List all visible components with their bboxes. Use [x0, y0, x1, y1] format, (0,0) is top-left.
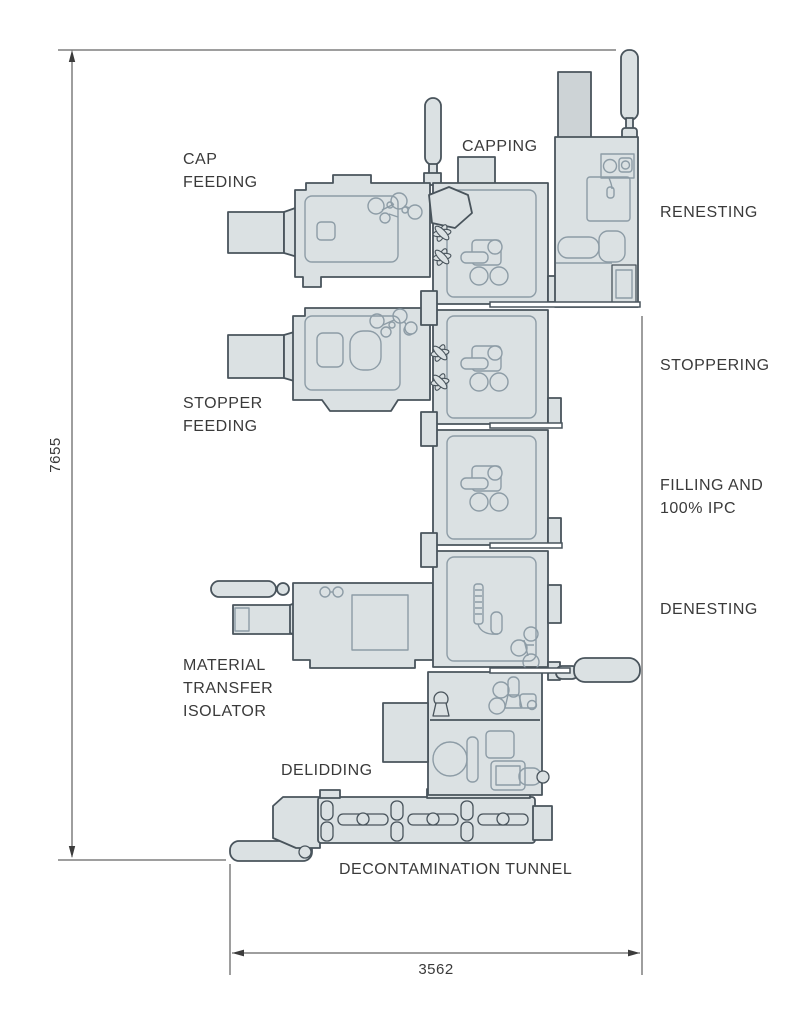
denester-rail-icon: [473, 583, 503, 635]
dimension-7655: 7655: [47, 49, 616, 861]
decontamination-tunnel-machine: [229, 788, 553, 862]
dimension-3562: 3562: [229, 316, 643, 978]
transfer-station: [428, 186, 473, 229]
conveyor-roller: [460, 800, 474, 842]
denesting-module: [432, 550, 549, 671]
infeed-conveyor: [227, 334, 285, 379]
lid-press-icon: [600, 153, 635, 199]
label-stopper-feeding-line2: FEEDING: [183, 418, 258, 435]
spine-junction-fittings: [404, 275, 562, 624]
label-filling-line1: FILLING AND: [660, 477, 763, 494]
label-material-transfer-line3: ISOLATOR: [183, 703, 266, 720]
glove-port: [432, 691, 450, 717]
label-decontamination-tunnel: DECONTAMINATION TUNNEL: [339, 861, 572, 878]
glove-port: [424, 97, 442, 166]
transfer-port: [232, 604, 294, 635]
label-stopper-feeding-line1: STOPPER: [183, 395, 263, 412]
label-denesting: DENESTING: [660, 601, 758, 618]
conveyor-roller: [390, 800, 404, 842]
glove-port: [620, 49, 639, 121]
station-labels: CAP FEEDING CAPPING RENESTING STOPPERING…: [183, 138, 770, 878]
label-cap-feeding-line2: FEEDING: [183, 174, 258, 191]
cap-sorter-icon: [367, 192, 423, 224]
arrow-left-icon: [232, 949, 244, 957]
capping-top-fittings: [423, 97, 496, 186]
arrow-up-icon: [68, 50, 76, 62]
label-material-transfer-line1: MATERIAL: [183, 657, 266, 674]
delid-tools-icon: [488, 676, 538, 715]
cap-feeding-machine: [227, 174, 431, 288]
glove-port: [518, 767, 550, 786]
label-stoppering: STOPPERING: [660, 357, 770, 374]
material-transfer-isolator-machine: [210, 580, 434, 669]
stoppering-module: [429, 309, 549, 425]
dimension-height-value: 7655: [47, 437, 64, 472]
stopper-feeding-machine: [227, 307, 431, 412]
label-capping: CAPPING: [462, 138, 538, 155]
clamp-icon: [319, 586, 344, 598]
delidding-module: [382, 671, 550, 796]
arrow-right-icon: [628, 949, 640, 957]
capping-module: [428, 182, 549, 305]
transport-rails: [489, 301, 641, 674]
glove-port: [210, 580, 277, 598]
side-cabinet: [382, 702, 429, 763]
filling-module: [432, 429, 549, 546]
conveyor-rollers: [320, 800, 529, 842]
dimension-width-value: 3562: [418, 961, 453, 978]
label-renesting: RENESTING: [660, 204, 758, 221]
label-material-transfer-line2: TRANSFER: [183, 680, 273, 697]
label-delidding: DELIDDING: [281, 762, 373, 779]
label-cap-feeding-line1: CAP: [183, 151, 217, 168]
label-filling-line2: 100% IPC: [660, 500, 736, 517]
arrow-down-icon: [68, 846, 76, 858]
renesting-module: [554, 136, 639, 308]
conveyor-roller: [320, 800, 334, 842]
nest-tray-icon: [598, 230, 626, 263]
infeed-conveyor: [227, 211, 285, 254]
